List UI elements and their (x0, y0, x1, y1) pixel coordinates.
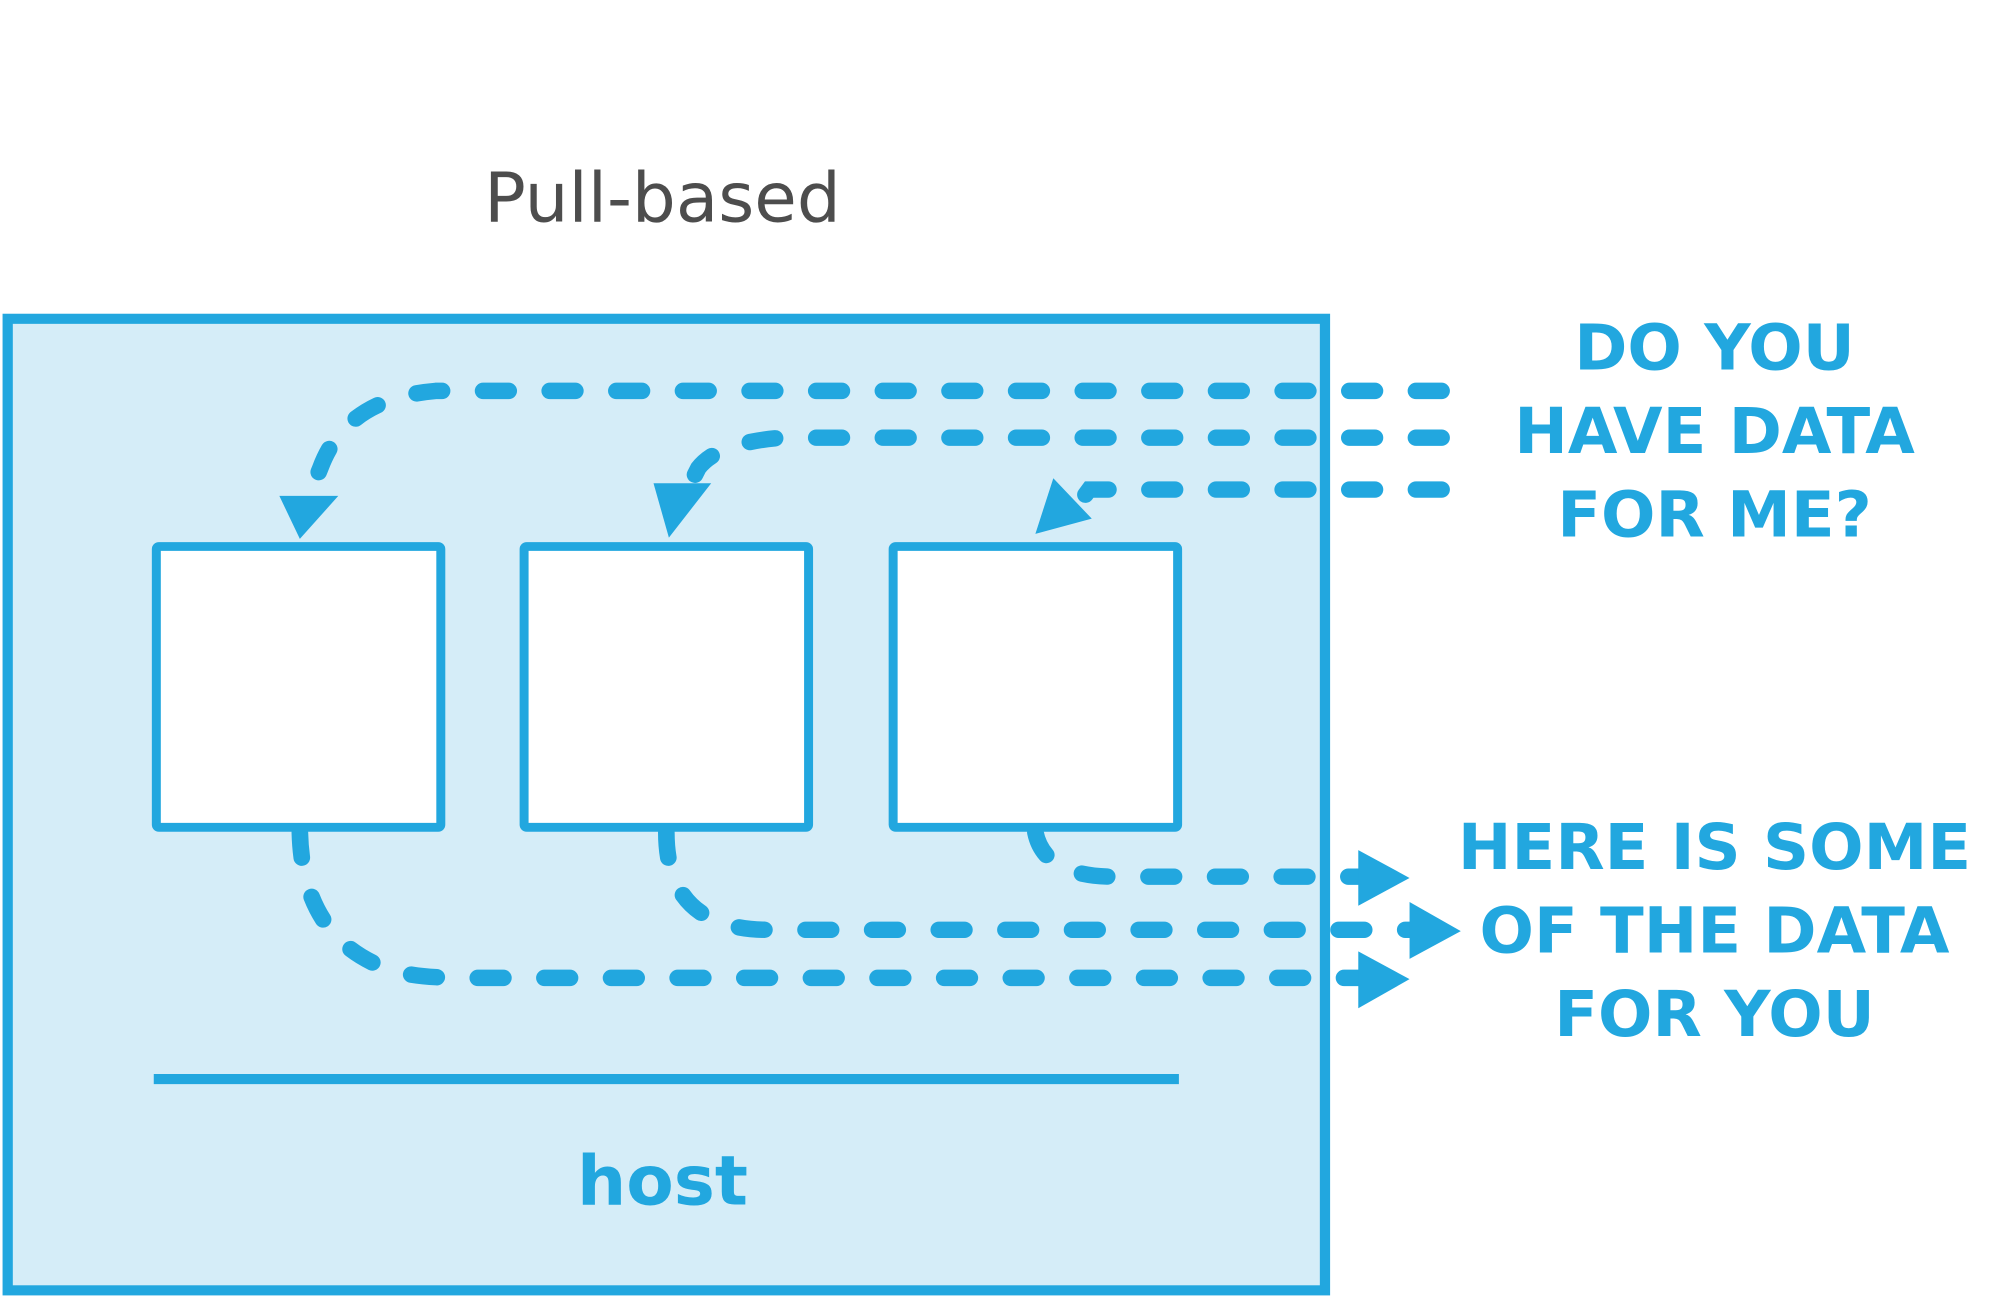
component-box-3 (888, 542, 1183, 832)
answer-line-1: HERE IS SOME (1458, 811, 1971, 885)
component-box-1 (151, 542, 446, 832)
answer-line-3: FOR YOU (1554, 978, 1874, 1052)
arrow-right-icon (1358, 850, 1410, 906)
arrow-down-icon (653, 483, 712, 538)
response-path-3 (1027, 824, 1367, 885)
request-path-2 (678, 429, 1450, 500)
question-line-2: HAVE DATA (1514, 395, 1915, 469)
request-path-3 (1070, 481, 1450, 512)
component-box-2 (519, 542, 814, 832)
diagram-title: Pull-based (484, 159, 841, 238)
answer-line-2: OF THE DATA (1480, 895, 1950, 969)
response-path-1 (291, 824, 1367, 987)
question-line-1: DO YOU (1574, 312, 1855, 386)
arrow-down-icon (1035, 478, 1092, 534)
host-label: host (577, 1142, 748, 1221)
arrow-right-icon (1358, 951, 1410, 1009)
arrow-down-icon (279, 495, 339, 539)
arrow-right-icon (1409, 901, 1461, 959)
question-line-3: FOR ME? (1557, 479, 1872, 553)
request-path-1 (301, 382, 1450, 502)
response-path-2 (658, 824, 1418, 939)
